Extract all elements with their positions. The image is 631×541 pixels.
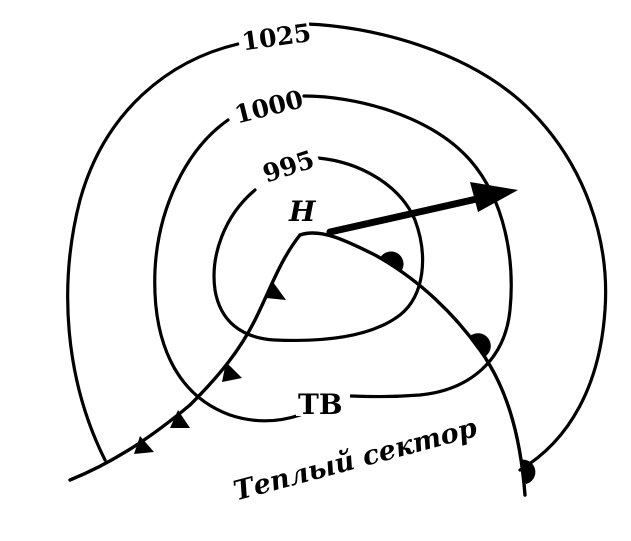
cold-front-triangle xyxy=(222,362,242,382)
isobar-995 xyxy=(212,156,425,343)
isobar-1000-left xyxy=(153,118,302,423)
movement-arrow-head xyxy=(470,182,518,212)
warm-front-line xyxy=(298,231,527,497)
isobar-1000 xyxy=(302,94,513,399)
warm-front-semicircle xyxy=(520,459,536,484)
movement-arrow-shaft xyxy=(326,192,494,236)
cold-front-triangle xyxy=(134,436,154,454)
warm-sector-label: Теплый сектор xyxy=(230,412,480,507)
warm-air-label: ТВ xyxy=(298,388,343,421)
isobar-1025-left xyxy=(66,42,240,462)
cold-front-line xyxy=(68,233,302,482)
cold-front-triangle xyxy=(170,410,190,428)
low-pressure-center-label: Н xyxy=(288,195,317,228)
isobar-label-1000: 1000 xyxy=(232,84,307,129)
isobar-label-995: 995 xyxy=(259,145,318,189)
isobar-1025 xyxy=(304,22,608,472)
warm-front-semicircle xyxy=(380,251,404,270)
warm-front-semicircle xyxy=(470,333,491,356)
cold-front-triangle xyxy=(266,282,286,300)
